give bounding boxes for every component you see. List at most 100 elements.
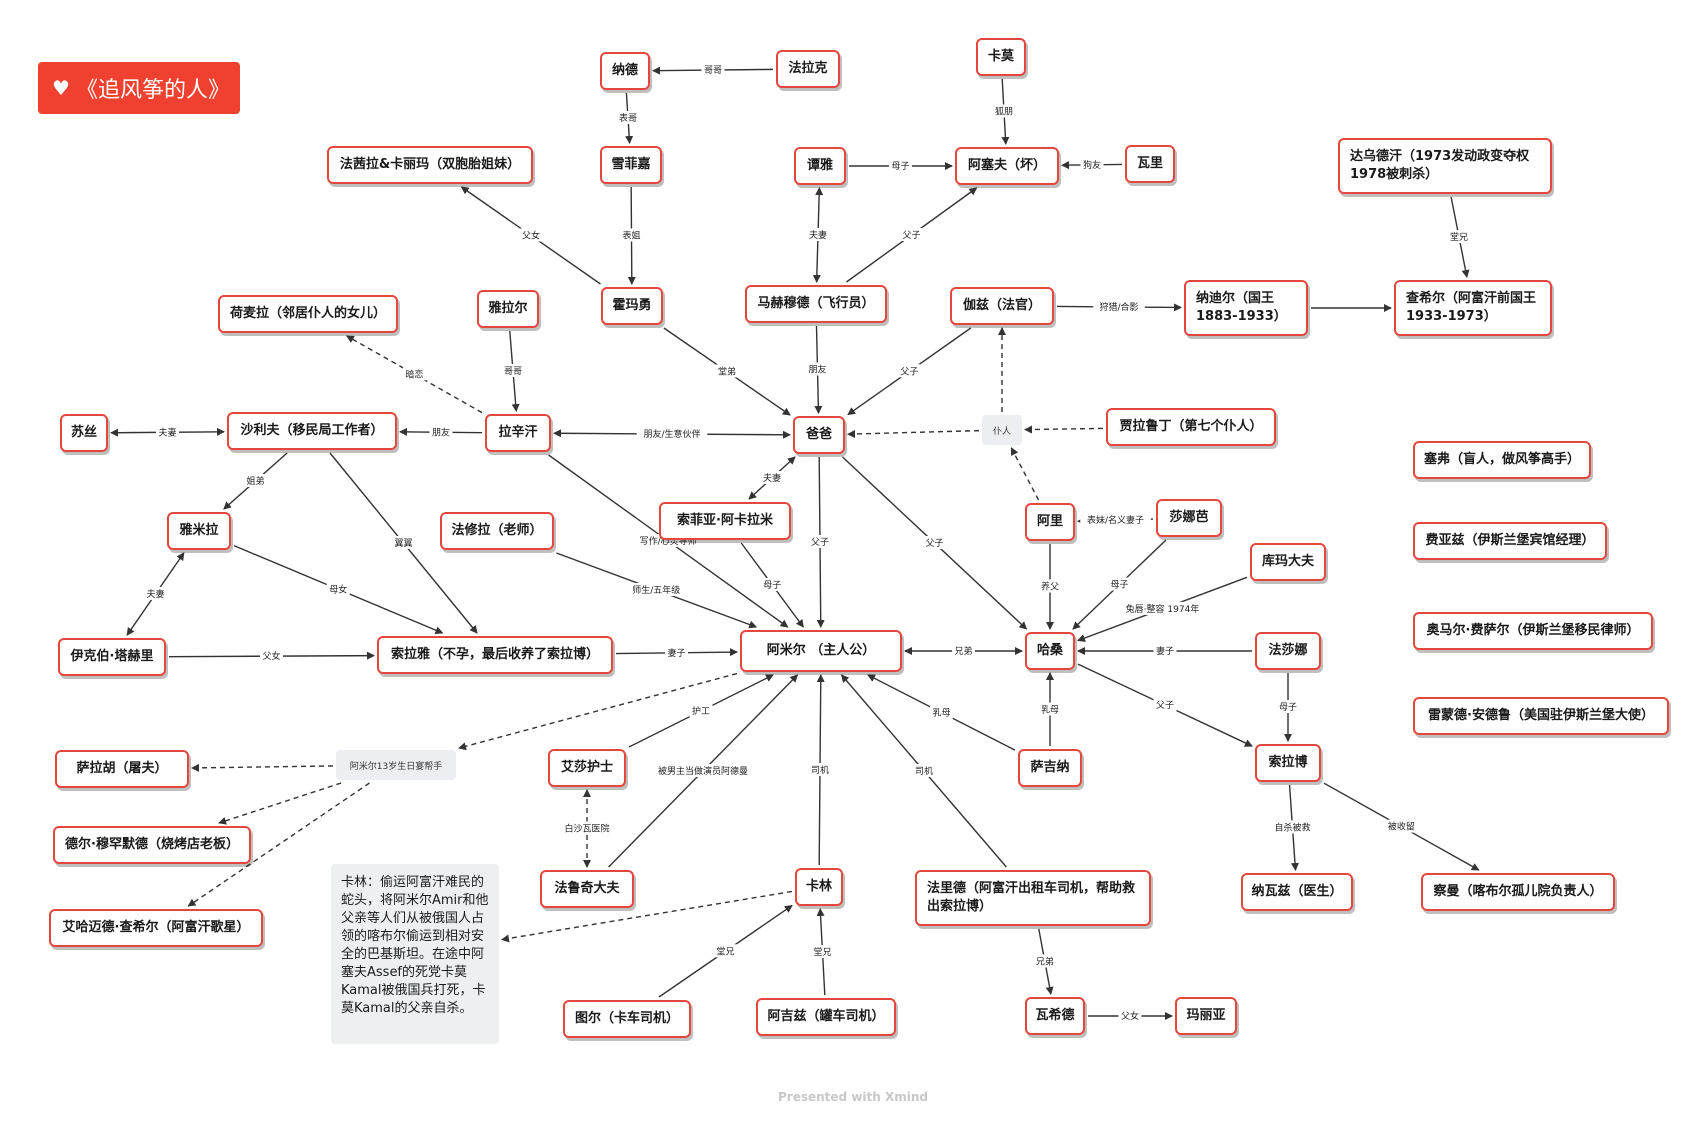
edge-label: 养父 [1038, 579, 1062, 593]
node-susi[interactable]: 苏丝 [60, 414, 108, 452]
edge-label: 堂兄 [714, 944, 737, 958]
node-wali[interactable]: 瓦里 [1125, 145, 1175, 183]
edge-birthday-ahmad_zahir [187, 782, 370, 907]
edge-label-text: 被男主当做演员阿德曼 [658, 765, 748, 777]
edge-label-text: 司机 [915, 765, 933, 777]
edge-label-text: 乳母 [932, 707, 950, 719]
edge-label: 白沙瓦医院 [561, 821, 613, 835]
edge-label-text: 堂兄 [813, 946, 831, 958]
node-nawaz[interactable]: 纳瓦兹（医生） [1241, 873, 1353, 911]
edge-label: 师生/五年级 [625, 583, 687, 596]
node-salahu[interactable]: 萨拉胡（屠夫） [55, 750, 189, 788]
node-fahima-karima[interactable]: 法茜拉&卡丽玛（双胞胎姐妹） [327, 146, 533, 184]
edge-label-text: 护工 [692, 705, 710, 717]
hub-servant[interactable]: 仆人 [982, 415, 1022, 445]
edge-label-text: 兄弟 [1036, 956, 1054, 968]
node-yarar[interactable]: 雅拉尔 [477, 290, 539, 328]
edge-birthday-salahu [191, 763, 334, 772]
node-karma[interactable]: 卡莫 [976, 38, 1026, 76]
edge-label: 母子 [1276, 700, 1300, 713]
node-sanaubar[interactable]: 莎娜芭 [1156, 499, 1222, 537]
hub-birthday-helpers[interactable]: 阿米尔13岁生日宴帮手 [336, 750, 456, 780]
node-ajiz[interactable]: 阿吉兹（罐车司机） [756, 998, 896, 1036]
node-nader[interactable]: 纳德 [600, 52, 650, 90]
node-raymond[interactable]: 雷蒙德·安德鲁（美国驻伊斯兰堡大使） [1413, 697, 1669, 735]
node-ahmad-zahir[interactable]: 艾哈迈德·查希尔（阿富汗歌星） [49, 909, 263, 947]
edge-label: 哥哥 [501, 364, 525, 377]
node-sofia[interactable]: 索菲亚·阿卡拉米 [659, 502, 791, 540]
node-chaman[interactable]: 察曼（喀布尔孤儿院负责人） [1421, 873, 1615, 911]
node-sagina[interactable]: 萨吉纳 [1018, 749, 1082, 787]
node-farak[interactable]: 法拉克 [776, 50, 840, 88]
edge-label-text: 堂弟 [718, 365, 736, 377]
edge-label-text: 自杀被救 [1274, 822, 1310, 834]
footer-credit: Presented with Xmind [778, 1090, 928, 1104]
edge-label: 暗恋 [402, 367, 426, 381]
edge-label: 司机 [808, 763, 832, 776]
node-tanya[interactable]: 谭雅 [794, 147, 846, 185]
node-hassan[interactable]: 哈桑 [1025, 632, 1075, 670]
node-fayaz[interactable]: 费亚兹（伊斯兰堡宾馆经理） [1413, 522, 1607, 560]
edge-label: 姐弟 [244, 474, 267, 487]
edge-label-text: 师生/五年级 [632, 584, 680, 596]
edge-label-text: 妻子 [1156, 645, 1174, 657]
edge-label-text: 堂兄 [716, 945, 734, 957]
edge-label: 母女 [326, 582, 350, 596]
edge-label: 堂兄 [1447, 230, 1471, 243]
node-karim[interactable]: 卡林 [795, 868, 843, 906]
node-wahid[interactable]: 瓦希德 [1025, 997, 1085, 1035]
node-maryam[interactable]: 玛丽亚 [1175, 997, 1237, 1035]
node-amir[interactable]: 阿米尔 （主人公） [740, 630, 902, 672]
node-sheila[interactable]: 雪菲嘉 [600, 146, 662, 184]
edge-label-text: 哥哥 [704, 65, 722, 76]
node-nadir[interactable]: 纳迪尔（国王 1883-1933） [1184, 280, 1308, 336]
node-assef[interactable]: 阿塞夫（坏） [955, 147, 1059, 185]
node-ikbal[interactable]: 伊克伯·塔赫里 [58, 638, 166, 676]
node-saif[interactable]: 塞弗（盲人，做风筝高手） [1413, 441, 1591, 479]
node-humayoun[interactable]: 霍玛勇 [601, 287, 663, 325]
node-ali[interactable]: 阿里 [1025, 503, 1075, 541]
node-aisha[interactable]: 艾莎护士 [548, 749, 626, 787]
node-soraya[interactable]: 索拉雅（不孕，最后收养了索拉博） [377, 636, 613, 674]
edge-servant-baba [847, 429, 980, 439]
node-sohrab[interactable]: 索拉博 [1255, 744, 1321, 782]
node-jaz[interactable]: 伽兹（法官） [950, 287, 1054, 325]
edge-label: 妻子 [665, 645, 688, 659]
edge-label-text: 父子 [925, 538, 943, 549]
edge-label: 兔唇·整容 1974年 [1108, 601, 1217, 615]
node-mahmood[interactable]: 马赫穆德（飞行员） [745, 285, 887, 323]
edge-label: 狗友 [1080, 157, 1104, 171]
node-zahir[interactable]: 查希尔（阿富汗前国王 1933-1973） [1394, 280, 1552, 336]
node-rahim[interactable]: 拉辛汗 [485, 414, 551, 452]
edge-label-text: 母子 [1110, 580, 1128, 591]
edge-label-text: 暗恋 [405, 368, 423, 380]
edge-label: 护工 [689, 704, 713, 717]
edge-label-text: 夫妻 [763, 472, 781, 484]
node-del[interactable]: 德尔·穆罕默德（烧烤店老板） [53, 826, 251, 864]
edge-label-text: 夫妻 [158, 426, 176, 438]
node-homaira[interactable]: 荷麦拉（邻居仆人的女儿） [218, 295, 398, 333]
edge-label-text: 父女 [522, 230, 540, 242]
edge-label-text: 狐朋 [995, 106, 1013, 118]
edge-label: 狐朋 [992, 104, 1016, 118]
node-omar[interactable]: 奥马尔·费萨尔（伊斯兰堡移民律师） [1413, 612, 1653, 650]
node-jalaluddin[interactable]: 贾拉鲁丁（第七个仆人） [1106, 408, 1276, 446]
node-jamila[interactable]: 雅米拉 [167, 512, 231, 550]
node-baba[interactable]: 爸爸 [793, 416, 845, 454]
node-fasila[interactable]: 法修拉（老师） [440, 512, 554, 550]
edge-label-text: 翼翼 [394, 538, 412, 549]
edge-rahim-homaira [345, 335, 483, 414]
edge-label-text: 父女 [262, 650, 280, 662]
edge-label-text: 哥哥 [504, 366, 522, 377]
node-farid[interactable]: 法里德（阿富汗出租车司机，帮助救 出索拉博） [915, 870, 1151, 926]
node-faruqi[interactable]: 法鲁奇大夫 [540, 870, 634, 908]
node-kumar[interactable]: 库玛大夫 [1250, 543, 1326, 581]
edge-label: 母子 [889, 159, 912, 172]
edge-label: 兄弟 [952, 644, 975, 657]
node-tur[interactable]: 图尔（卡车司机） [563, 1000, 691, 1038]
node-sharif[interactable]: 沙利夫（移民局工作者） [227, 412, 397, 450]
node-daoud[interactable]: 达乌德汗（1973发动政变夺权 1978被刺杀） [1338, 138, 1552, 194]
node-farzana[interactable]: 法莎娜 [1255, 632, 1321, 670]
edge-label-text: 朋友 [432, 426, 450, 438]
edge-label: 堂弟 [715, 364, 739, 378]
